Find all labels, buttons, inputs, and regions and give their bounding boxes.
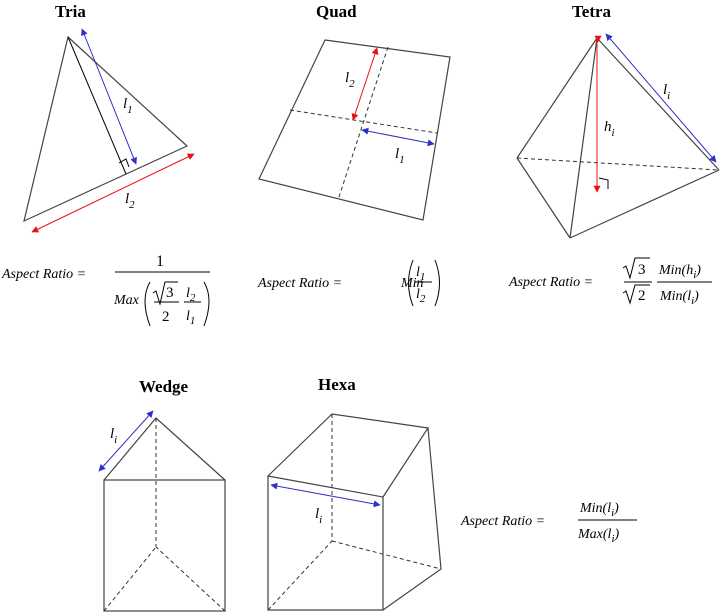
tetra-formula-sqrt3: 3: [638, 262, 646, 278]
tria-formula-sqrt3: 3: [166, 285, 174, 301]
wedge-li-label: li: [110, 426, 117, 446]
quad-l2-arrow: [351, 47, 379, 121]
tetra-formula-sqrt-bottom-sign: [622, 284, 650, 305]
tria-formula-l1: l1: [186, 309, 195, 327]
tetra-formula-sqrt2: 2: [638, 288, 646, 304]
tria-shape: [23, 35, 189, 223]
tria-title: Tria: [55, 2, 86, 21]
tria-l2-label: l2: [125, 191, 135, 211]
quad-formula-l2: l2: [416, 287, 426, 305]
tetra-formula-min-h: Min(hi): [658, 263, 701, 281]
tetra-li-arrow: [605, 33, 717, 163]
tetra-edge-3: [596, 37, 720, 171]
hexa-top-edges: [267, 413, 430, 498]
tria-element: Tria l1 l2: [23, 2, 195, 233]
tetra-title: Tetra: [572, 2, 612, 21]
hexa-li-label: li: [315, 506, 322, 526]
tria-l1-label: l1: [123, 96, 133, 116]
tria-formula-two: 2: [162, 309, 170, 325]
wedge-hidden-bottom-1: [103, 546, 157, 612]
hexa-hidden-back: [331, 540, 442, 570]
tria-altitude: [67, 36, 127, 175]
tetra-formula: Aspect Ratio = 3 2 Min(hi) Min(li): [508, 257, 712, 307]
tetra-edge-2: [569, 37, 598, 239]
quad-formula-right-paren: [434, 259, 440, 307]
tetra-edge-1: [516, 37, 598, 159]
tria-l1-arrow: [81, 28, 137, 165]
tetra-formula-sqrt-top-sign: [622, 257, 650, 280]
quad-formula-left-paren: [408, 259, 414, 307]
tria-formula-numerator: 1: [156, 253, 164, 270]
tetra-formula-min-l: Min(li): [659, 289, 699, 307]
hexa-front-face: [267, 475, 384, 611]
hexa-element: Hexa li: [267, 375, 442, 611]
tria-formula-l2: l2: [186, 286, 196, 304]
tetra-hidden-edge: [516, 157, 720, 171]
quad-element: Quad l2 l1: [258, 2, 451, 221]
tria-formula-right-paren: [203, 281, 210, 327]
quad-l1-label: l1: [395, 146, 405, 166]
tria-formula-left-paren: [144, 281, 151, 327]
tria-formula: Aspect Ratio = 1 Max 3 2 l2 l1: [1, 253, 210, 327]
wedge-title: Wedge: [139, 377, 189, 396]
quad-l2-label: l2: [345, 70, 355, 90]
quad-formula-lhs: Aspect Ratio =: [257, 276, 342, 291]
hexa-right-edges: [382, 427, 442, 611]
quad-midline-vertical: [337, 46, 389, 201]
wedge-hexa-formula-min-l: Min(li): [579, 501, 619, 519]
wedge-hexa-formula-lhs: Aspect Ratio =: [460, 514, 545, 529]
tria-formula-sqrt-sign: [152, 281, 178, 306]
wedge-hidden-bottom-2: [155, 546, 226, 612]
tetra-h-label: hi: [604, 119, 615, 139]
tria-formula-lhs: Aspect Ratio =: [1, 267, 86, 282]
tetra-formula-lhs: Aspect Ratio =: [508, 275, 593, 290]
tetra-li-label: li: [663, 82, 670, 102]
wedge-element: Wedge li: [98, 377, 226, 612]
wedge-hexa-formula-max-l: Max(li): [577, 527, 620, 545]
hexa-hidden-diagonal: [267, 540, 333, 611]
tetra-element: Tetra hi li: [516, 2, 720, 239]
quad-formula-l1: l1: [416, 265, 425, 283]
wedge-top-edges: [103, 417, 226, 481]
quad-l1-arrow: [361, 127, 435, 147]
quad-formula: Aspect Ratio = Min l1 l2: [257, 259, 440, 307]
quad-midline-horizontal: [289, 109, 438, 134]
tetra-edge-5: [569, 169, 720, 239]
tria-l2-arrow: [31, 153, 195, 233]
tria-formula-max: Max: [113, 293, 140, 308]
wedge-hexa-formula: Aspect Ratio = Min(li) Max(li): [460, 501, 637, 545]
quad-title: Quad: [316, 2, 357, 21]
wedge-front-face: [103, 479, 226, 612]
wedge-li-arrow: [98, 410, 154, 472]
quad-shape: [258, 39, 451, 221]
hexa-li-arrow: [270, 482, 381, 508]
tetra-edge-4: [516, 157, 571, 239]
hexa-title: Hexa: [318, 375, 356, 394]
tetra-right-angle: [598, 177, 609, 189]
quad-formula-min: Min: [400, 276, 424, 291]
